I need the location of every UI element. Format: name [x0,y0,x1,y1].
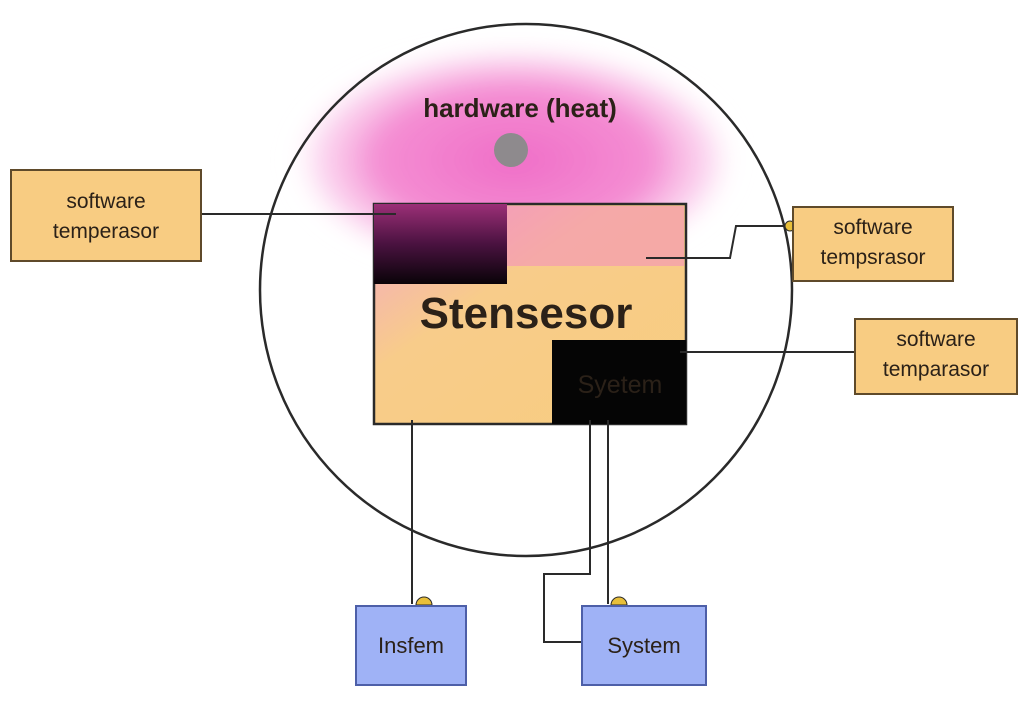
insfem-label: Insfem [378,633,444,658]
heat-spot [494,133,528,167]
software-box-right-mid: software temparasor [854,318,1018,395]
software-box-right-top: software tempsrasor [792,206,954,282]
system-box: System [581,605,707,686]
heat-label: hardware (heat) [423,93,617,123]
line-system-left [543,420,591,643]
connector-lines [202,213,856,643]
software-box-left-line1: software [66,190,145,213]
system-box-label: System [607,633,680,658]
connector-dot-insfem [415,596,433,606]
line-right-top-software [646,225,790,259]
system-block [552,340,686,424]
software-box-right-top-line2: tempsrasor [820,246,925,269]
sensor-label: Stensesor [420,289,633,338]
software-box-right-mid-line1: software [896,328,975,351]
outer-circle [258,22,794,558]
insfem-box: Insfem [355,605,467,686]
system-block-label: Syetem [578,371,663,399]
software-box-right-top-line1: software [833,216,912,239]
dark-block [374,204,507,284]
software-box-right-mid-line2: temparasor [883,358,989,381]
software-box-left: software temperasor [10,169,202,262]
software-box-left-line2: temperasor [53,220,159,243]
connector-dot-system [610,596,628,606]
